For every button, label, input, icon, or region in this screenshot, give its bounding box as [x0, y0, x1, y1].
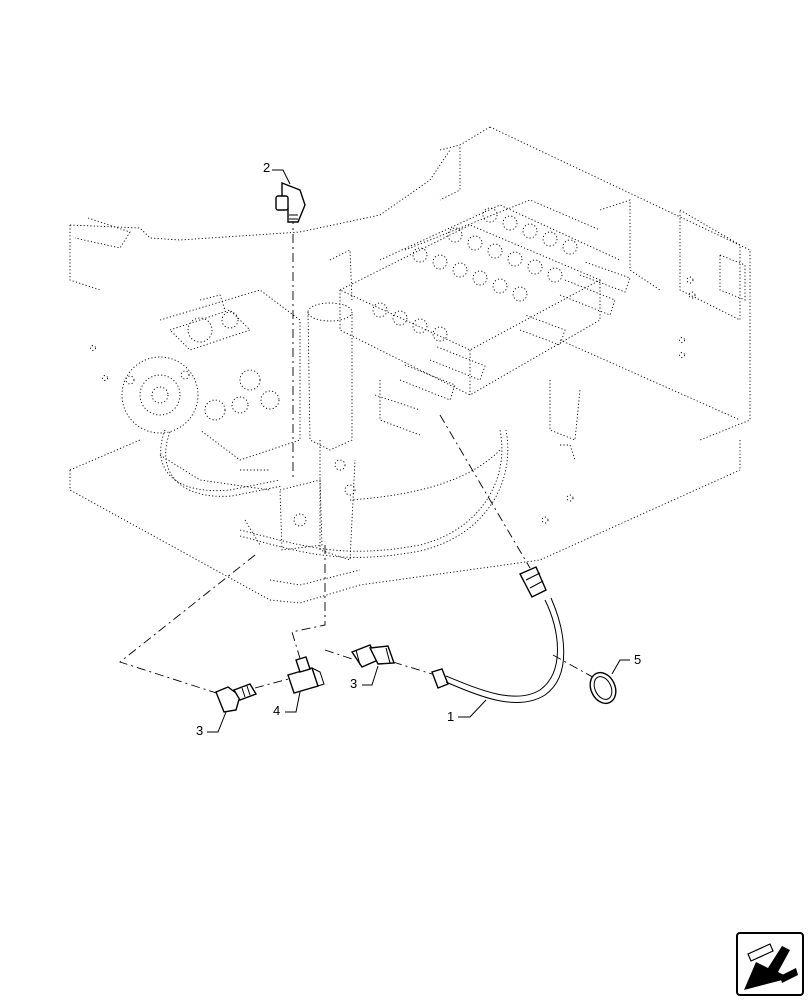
part-3-adapter-right	[350, 644, 395, 668]
hydraulic-hoses	[160, 429, 509, 558]
next-page-arrow-icon[interactable]	[736, 932, 804, 996]
callout-4: 4	[273, 703, 280, 718]
machine-frame-phantom	[69, 126, 751, 604]
assembly-centerlines	[119, 215, 599, 699]
hydraulic-pump	[121, 289, 301, 461]
leader-lines	[207, 169, 630, 733]
callout-5: 5	[634, 652, 641, 667]
part-5-o-ring	[589, 671, 617, 705]
callout-3-right: 3	[350, 676, 357, 691]
part-1-hose-assembly	[431, 566, 565, 703]
part-3-adapter-left	[215, 683, 258, 713]
part-4-tee-fitting	[287, 656, 325, 694]
callout-1: 1	[447, 709, 454, 724]
manifold-column	[279, 302, 356, 561]
callout-2: 2	[263, 160, 270, 175]
control-valve-bank	[338, 199, 631, 436]
callout-3-left: 3	[196, 723, 203, 738]
part-2-elbow-fitting	[275, 181, 306, 223]
